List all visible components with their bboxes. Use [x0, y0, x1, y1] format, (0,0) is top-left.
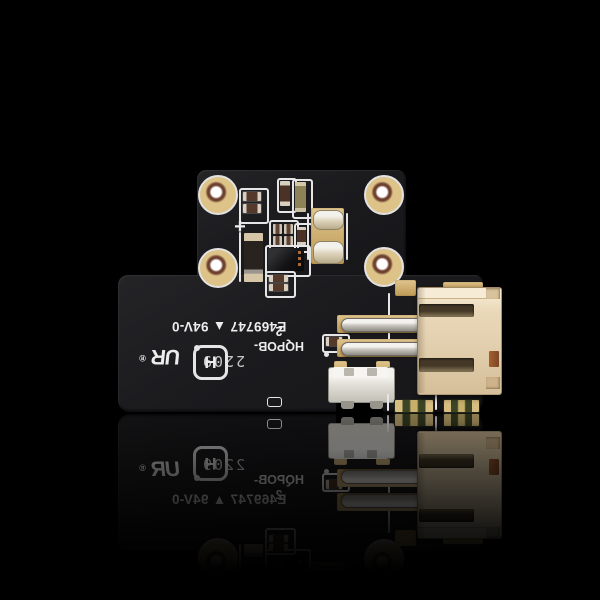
silkscreen-outline: [265, 271, 296, 298]
connector-foot: [370, 401, 383, 409]
polarity-plus-mark: +: [234, 216, 246, 238]
manufacturer-logo: [193, 345, 228, 380]
ul-file-number-text: E469747 ▲ 94V-0: [171, 319, 287, 334]
registered-trademark-icon: ®: [139, 353, 146, 363]
silkscreen-line: [307, 213, 309, 260]
jst-sh-connector-top: [333, 367, 388, 378]
smd-resistor: [243, 204, 261, 213]
smd-inductor: [295, 182, 306, 212]
connector-slot: [419, 304, 474, 317]
smd-resistor: [269, 275, 288, 282]
board-reflection: + E469747 ▲ 94V-0 HQPOB-2 2209 UR ® H: [0, 413, 600, 600]
connector-latch-notch: [489, 351, 499, 367]
smd-resistor: [326, 337, 342, 346]
mounting-hole-top-left: [198, 175, 238, 215]
smd-capacitor: [297, 227, 306, 245]
silkscreen-dot: [324, 352, 329, 357]
connector-pin: [341, 342, 423, 356]
silkscreen-line: [346, 213, 348, 260]
silkscreen-outline: [292, 179, 313, 219]
tantalum-capacitor: [313, 241, 344, 264]
power-connector-top-face: [418, 288, 499, 299]
connector-pin: [341, 318, 423, 332]
smd-resistor: [243, 192, 261, 201]
silkscreen-outline: [265, 245, 311, 277]
logo-dot: [194, 345, 200, 351]
ul-recognized-logo: UR: [150, 345, 182, 368]
silkscreen-line: [239, 232, 241, 282]
silkscreen-line: [387, 394, 389, 411]
smd-capacitor: [284, 236, 293, 246]
smd-capacitor: [273, 224, 282, 234]
pcb-board: + E469747 ▲ 94V-0 HQPOB-2 2209 UR ® H: [118, 170, 502, 413]
led-indicator: [394, 399, 434, 413]
connector-mount-pad: [443, 282, 483, 289]
silkscreen-outline: [239, 188, 269, 224]
ic-pin-mark: [298, 257, 301, 260]
smd-capacitor: [280, 181, 290, 206]
connector-corner-step: [486, 288, 500, 299]
ic-chip: [268, 248, 304, 271]
connector-corner-step: [486, 377, 500, 389]
mounting-hole-top-right: [364, 175, 404, 215]
silkscreen-line: [435, 394, 437, 410]
pcb-board: + E469747 ▲ 94V-0 HQPOB-2 2209 UR ® H: [0, 413, 600, 600]
connector-mount-pad: [395, 280, 416, 296]
ic-pin-mark: [298, 263, 301, 266]
silkscreen-outline: [267, 397, 282, 407]
tantalum-capacitor: [313, 210, 344, 230]
connector-left-shading: [417, 287, 426, 393]
smd-resistor: [269, 284, 288, 291]
smd-capacitor: [284, 224, 293, 234]
connector-slot: [419, 358, 474, 372]
connector-slot: [344, 368, 354, 376]
mounting-hole-bottom-left: [198, 248, 238, 288]
ic-pin-mark: [298, 251, 301, 254]
smd-diode: [244, 233, 263, 282]
led-indicator: [443, 399, 480, 413]
model-number-text: HQPOB-2: [254, 324, 304, 353]
connector-slot: [367, 368, 377, 376]
manufacturer-logo-letter: H: [204, 353, 217, 372]
connector-foot: [341, 401, 354, 409]
smd-capacitor: [273, 236, 282, 246]
